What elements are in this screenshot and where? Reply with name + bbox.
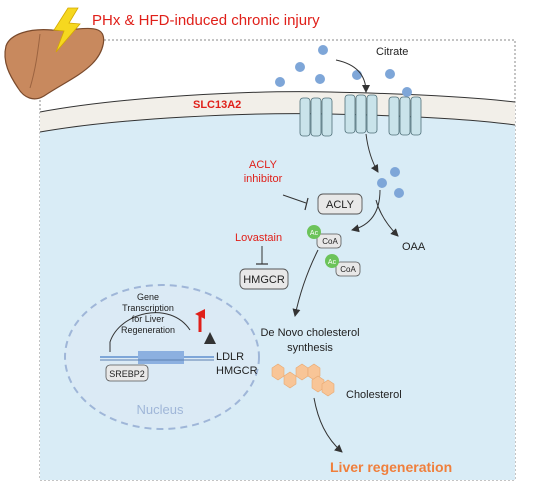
transporter-channel-1	[299, 97, 333, 137]
gene-text-line2: Transcription	[122, 303, 174, 313]
lovastain-label: Lovastain	[235, 232, 282, 244]
synthesis-arrow	[292, 249, 319, 317]
transcription-arrow-path	[109, 312, 191, 352]
liver-regeneration-label: Liver regeneration	[330, 459, 452, 475]
acly-reaction-arrow	[351, 189, 381, 233]
synthesis-label-line2: synthesis	[287, 342, 333, 354]
hmgcr-enzyme-label: HMGCR	[243, 274, 285, 286]
hmgcr-enzyme-box	[239, 268, 289, 290]
coa-label-2: CoA	[340, 265, 356, 274]
ac-label-1: Ac	[310, 230, 319, 237]
citrate-uptake-arrow	[365, 133, 379, 173]
nucleus-label: Nucleus	[137, 402, 184, 417]
dna-strand	[100, 351, 214, 364]
cholesterol-label: Cholesterol	[346, 389, 402, 401]
citrate-extracellular-dots	[275, 45, 412, 97]
cholesterol-molecule	[271, 363, 335, 397]
slc13a2-label: SLC13A2	[193, 99, 241, 111]
coa-label-1: CoA	[322, 237, 338, 246]
citrate-label: Citrate	[376, 46, 408, 58]
synthesis-label-line1: De Novo cholesterol	[260, 327, 359, 339]
acetyl-coa-1: Ac CoA	[307, 225, 342, 249]
gene-text-line3: for Liver	[132, 314, 165, 324]
target-gene-hmgcr: HMGCR	[216, 365, 258, 377]
acly-inhibitor-label-line1: ACLY	[249, 159, 278, 171]
citrate-entry-arrow	[335, 59, 370, 93]
acly-inhibition-bar	[304, 197, 309, 211]
srebp2-box	[105, 364, 149, 382]
acetyl-coa-2: Ac CoA	[325, 254, 361, 277]
transporter-channel-3	[388, 96, 422, 136]
srebp2-label: SREBP2	[109, 369, 145, 379]
transcription-arrowhead	[204, 332, 216, 344]
lightning-icon	[53, 7, 81, 53]
citrate-intracellular-dots	[377, 167, 404, 198]
liver-icon	[4, 27, 105, 100]
gene-text-line1: Gene	[137, 292, 159, 302]
oaa-label: OAA	[402, 241, 426, 253]
membrane-outer-line	[39, 91, 516, 113]
gene-text-line4: Regeneration	[121, 325, 175, 335]
regeneration-arrow	[313, 397, 343, 453]
acly-inhibitor-label-line2: inhibitor	[244, 173, 283, 185]
ac-label-2: Ac	[328, 259, 337, 266]
transporter-channel-2	[344, 94, 378, 134]
acly-inhibition-line	[282, 194, 307, 204]
slc13a2-transporter	[299, 94, 422, 137]
injury-title: PHx & HFD-induced chronic injury	[92, 12, 320, 29]
target-gene-ldlr: LDLR	[216, 351, 244, 363]
acly-enzyme-box	[317, 193, 363, 215]
acly-enzyme-label: ACLY	[326, 199, 355, 211]
oaa-arrow	[375, 199, 399, 237]
